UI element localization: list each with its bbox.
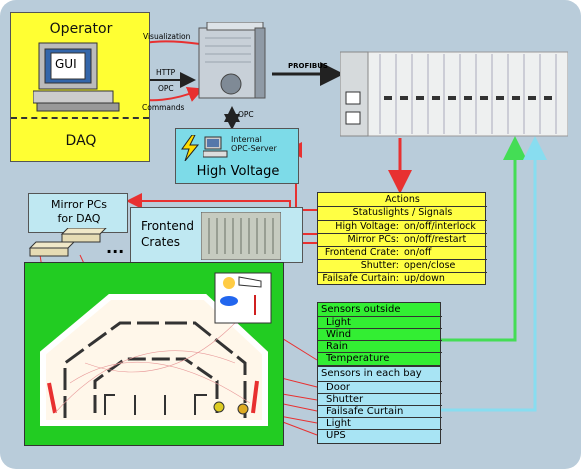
sensor-outside-item: Wind — [318, 328, 442, 341]
sensor-bay-item: Shutter — [318, 393, 442, 406]
opc-down-label: OPC — [238, 110, 254, 119]
action-row: High Voltage:on/off/interlock — [318, 220, 487, 232]
sensor-bay-item: UPS — [318, 429, 442, 442]
sensors-bay-title: Sensors in each bay — [321, 368, 422, 379]
action-row: Failsafe Curtain:up/down — [318, 272, 487, 284]
computer-icon — [33, 42, 120, 112]
opc-label: OPC — [158, 84, 174, 93]
action-row: Shutter:open/close — [318, 259, 487, 271]
sensors-outside-arrow — [441, 136, 527, 342]
mirror-pcs-ellipsis: ... — [106, 238, 125, 257]
sensors-bay-table: Sensors in each bay Door Shutter Failsaf… — [317, 366, 442, 444]
server-pc-icon — [203, 136, 228, 158]
sensor-bay-item: Light — [318, 417, 442, 430]
sensors-outside-title: Sensors outside — [321, 304, 401, 315]
mirror-pc-icons — [28, 228, 107, 257]
high-voltage-title: High Voltage — [196, 164, 280, 179]
http-label: HTTP — [156, 68, 176, 77]
opc-server-device-icon — [198, 22, 266, 99]
actions-header: Statuslights / Signals — [352, 207, 453, 218]
actions-table: Actions Statuslights / Signals High Volt… — [317, 192, 487, 285]
lightning-icon — [181, 135, 200, 161]
sensors-outside-table: Sensors outside Light Wind Rain Temperat… — [317, 302, 442, 366]
actions-title: Actions — [318, 194, 487, 207]
site-plan — [24, 262, 284, 446]
profibus-label: PROFIBUS — [288, 62, 328, 70]
crate-icon — [201, 212, 281, 260]
action-row: Mirror PCs:on/off/restart — [318, 233, 487, 245]
profibus-io-rack — [340, 51, 568, 137]
sensors-bay-arrow — [441, 136, 547, 412]
action-row: Frontend Crate:on/off — [318, 246, 487, 258]
sensor-outside-item: Light — [318, 316, 442, 329]
commands-label: Commands — [142, 103, 185, 112]
operator-title: Operator — [49, 21, 113, 37]
sensor-outside-item: Rain — [318, 340, 442, 353]
operator-panel: Operator GUI DAQ — [10, 12, 150, 162]
building-floorplan — [40, 272, 272, 426]
visualization-label: Visualization — [143, 32, 191, 41]
daq-label: DAQ — [65, 133, 97, 149]
gui-label: GUI — [55, 57, 77, 71]
sensor-bay-item: Failsafe Curtain — [318, 405, 442, 418]
operator-divider — [11, 117, 149, 119]
sensor-outside-item: Temperature — [318, 352, 442, 365]
sensor-bay-item: Door — [318, 381, 442, 394]
